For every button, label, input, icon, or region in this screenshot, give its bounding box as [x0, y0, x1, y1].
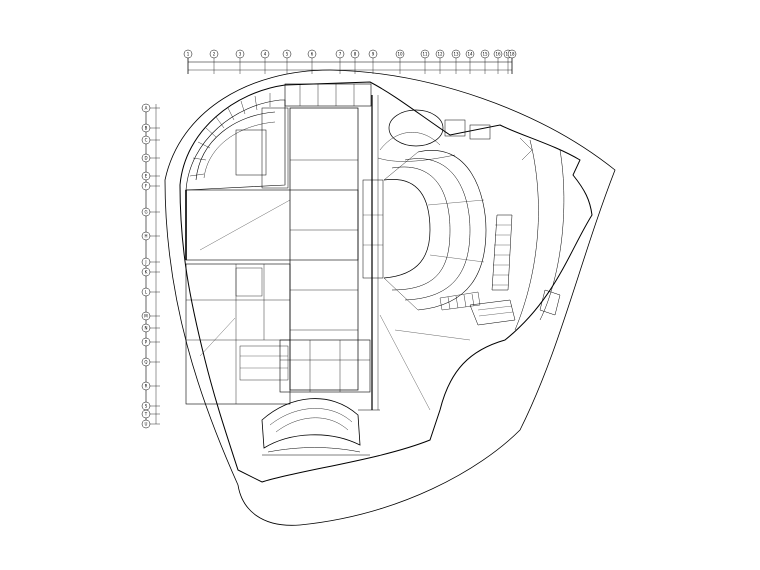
grid-bubble-top: 3: [235, 49, 245, 59]
grid-bubble-left: P: [141, 337, 151, 347]
grid-bubble-left: H: [141, 231, 151, 241]
grid-bubble-left-label: T: [144, 412, 148, 417]
grid-bubble-top-label: 15: [482, 52, 488, 57]
grid-bubble-left-label: Q: [144, 360, 147, 365]
grid-bubble-top: 2: [209, 49, 219, 59]
grid-bubble-top: 7: [335, 49, 345, 59]
grid-bubble-left: A: [141, 103, 151, 113]
grid-bubble-left-label: G: [144, 210, 147, 215]
east-ramp: [439, 291, 481, 311]
grid-bubble-top-label: 7: [339, 52, 342, 57]
grid-bubble-top: 16: [493, 49, 503, 59]
grid-bubble-left: T: [141, 409, 151, 419]
grid-bubble-top-label: 11: [422, 52, 428, 57]
staircase: [491, 214, 513, 291]
grid-bubble-top-label: 8: [354, 52, 357, 57]
grid-bubble-top-label: 14: [467, 52, 473, 57]
grid-bubble-top: 11: [420, 49, 430, 59]
grid-bubble-top: 10: [395, 49, 405, 59]
grid-bubble-left: M: [141, 311, 151, 321]
grid-bubble-left: K: [141, 267, 151, 277]
west-wall: [185, 99, 286, 191]
site-boundary: [164, 69, 616, 526]
grid-bubble-left: G: [141, 207, 151, 217]
main-auditorium-seating: [362, 150, 487, 311]
grid-bubble-left-label: D: [144, 156, 147, 161]
grid-bubble-left-label: J: [144, 260, 146, 265]
grid-bubble-left: R: [141, 381, 151, 391]
grid-bubble-top: 6: [307, 49, 317, 59]
main-hall: [185, 189, 359, 261]
oval-pool: [388, 109, 444, 147]
grid-bubble-left-label: L: [145, 290, 148, 295]
grid-bubble-left-label: M: [144, 314, 148, 319]
grid-bubble-left-label: U: [145, 422, 148, 427]
west-curved-rooms: [195, 111, 276, 181]
southwest-rooms: [185, 263, 291, 405]
south-auditorium: [261, 398, 361, 449]
grid-bubble-left: S: [141, 401, 151, 411]
left-grid-bubbles: A B C D EF G H JK L M N P Q R STU: [141, 103, 160, 429]
grid-bubble-top: 1: [183, 49, 193, 59]
grid-bubble-top: 9: [368, 49, 378, 59]
grid-bubble-left-label: K: [145, 270, 148, 275]
grid-bubble-left: D: [141, 153, 151, 163]
grid-bubble-left-label: B: [145, 126, 148, 131]
grid-bubble-top-label: 10: [397, 52, 403, 57]
south-rooms: [279, 339, 371, 393]
grid-bubble-left: Q: [141, 357, 151, 367]
building-outline: [179, 81, 593, 483]
grid-bubble-top-label: 2: [213, 52, 216, 57]
grid-bubble-left-label: R: [145, 384, 148, 389]
grid-bubble-top-label: 13: [453, 52, 459, 57]
grid-bubble-left: N: [141, 323, 151, 333]
grid-bubble-top-label: 18: [509, 52, 515, 57]
grid-bubble-left-label: C: [145, 138, 148, 143]
grid-bubble-left: E: [141, 171, 151, 181]
grid-bubble-top-label: 4: [264, 52, 267, 57]
grid-bubble-left-label: F: [145, 184, 148, 189]
grid-bubble-top-label: 9: [372, 52, 375, 57]
east-lobby-edge: [514, 139, 539, 331]
grid-bubble-left-label: H: [144, 234, 147, 239]
grid-bubble-left: L: [141, 287, 151, 297]
grid-bubble-top-label: 3: [239, 52, 242, 57]
grid-bubble-left: C: [141, 135, 151, 145]
north-rooms: [284, 83, 372, 107]
grid-bubble-top: 14: [465, 49, 475, 59]
top-grid-bubbles: 123456789101112131415161718: [183, 49, 517, 74]
grid-bubble-top-label: 16: [495, 52, 501, 57]
grid-bubble-left: J: [141, 257, 151, 267]
grid-bubble-top: 4: [260, 49, 270, 59]
grid-bubble-top: 8: [350, 49, 360, 59]
west-radial-rooms: [189, 93, 271, 177]
grid-bubble-top-label: 12: [437, 52, 443, 57]
grid-bubble-top: 12: [435, 49, 445, 59]
top-dimension-line: [187, 58, 513, 74]
grid-bubble-top-label: 5: [286, 52, 289, 57]
stage-core: [289, 107, 359, 391]
grid-bubble-top-label: 6: [311, 52, 314, 57]
grid-bubble-left-label: A: [145, 106, 148, 111]
grid-bubble-left-label: E: [145, 174, 148, 179]
grid-bubble-top: 15: [480, 49, 490, 59]
grid-bubble-top: 13: [451, 49, 461, 59]
grid-bubble-top: 5: [282, 49, 292, 59]
grid-bubble-top-label: 1: [187, 52, 190, 57]
grid-bubble-top: 18: [507, 49, 517, 59]
grid-bubble-left: B: [141, 123, 151, 133]
grid-bubble-left-label: P: [145, 340, 148, 345]
grid-bubble-left: U: [141, 419, 151, 429]
grid-bubble-left: F: [141, 181, 151, 191]
grid-bubble-left-label: S: [145, 404, 148, 409]
grid-bubble-left-label: N: [145, 326, 148, 331]
